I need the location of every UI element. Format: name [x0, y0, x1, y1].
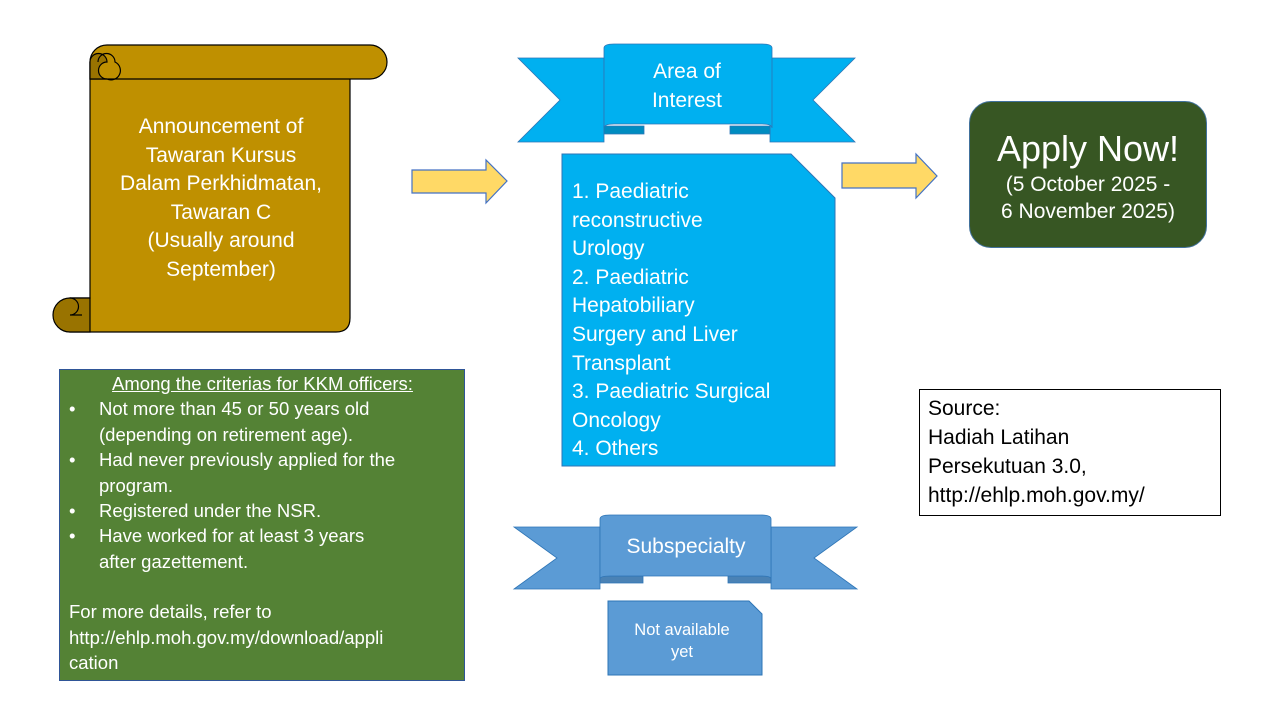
- scroll-top-roll: [89, 44, 388, 80]
- apply-now-title: Apply Now!: [996, 128, 1180, 169]
- list-line: Transplant: [572, 351, 671, 375]
- area-of-interest-title: Area of Interest: [606, 58, 768, 115]
- details-link[interactable]: http://ehlp.moh.gov.my/download/appli: [69, 626, 384, 648]
- criteria-heading: Among the criterias for KKM officers:: [112, 373, 413, 394]
- criteria-line: Registered under the NSR.: [99, 500, 322, 522]
- criteria-line: Had never previously applied for the: [99, 449, 396, 471]
- title-line: Interest: [651, 88, 723, 112]
- list-line: Urology: [572, 237, 645, 261]
- announcement-line: September): [166, 257, 276, 281]
- announcement-line: (Usually around: [147, 229, 295, 253]
- area-of-interest-ribbon: [517, 43, 856, 143]
- area-of-interest-list: 1. Paediatric reconstructive Urology 2. …: [572, 178, 832, 464]
- announcement-scroll: [52, 44, 388, 333]
- spacer: [69, 574, 456, 599]
- details-line: For more details, refer to: [69, 601, 272, 623]
- area-of-interest-box: [561, 153, 836, 467]
- criteria-line: program.: [99, 474, 174, 496]
- scroll-top-curl-line: [97, 52, 121, 81]
- criteria-line: Have worked for at least 3 years: [99, 525, 365, 547]
- bullet-icon: •: [69, 398, 76, 420]
- announcement-line: Announcement of: [138, 115, 304, 138]
- criteria-item: • Not more than 45 or 50 years old (depe…: [69, 396, 456, 447]
- list-line: Surgery and Liver: [572, 322, 738, 346]
- subspecialty-ribbon: [512, 514, 859, 590]
- criteria-line: (depending on retirement age).: [99, 423, 354, 445]
- source-link[interactable]: http://ehlp.moh.gov.my/: [928, 484, 1145, 507]
- bullet-icon: •: [69, 449, 76, 471]
- criteria-line: after gazettement.: [99, 550, 249, 572]
- announcement-line: Dalam Perkhidmatan,: [120, 172, 322, 196]
- apply-date-line: (5 October 2025 -: [1005, 173, 1171, 196]
- criteria-box: Among the criterias for KKM officers: • …: [59, 369, 465, 681]
- bullet-icon: •: [69, 525, 76, 547]
- title-line: Area of: [653, 60, 721, 83]
- source-line: Hadiah Latihan: [928, 426, 1070, 449]
- apply-now-box: Apply Now! (5 October 2025 - 6 November …: [969, 101, 1207, 248]
- criteria-list: • Not more than 45 or 50 years old (depe…: [69, 396, 456, 574]
- right-arrow-icon: [411, 158, 508, 205]
- details-text: For more details, refer to http://ehlp.m…: [69, 599, 456, 675]
- source-label: Source:: [928, 397, 1001, 420]
- list-line: 2. Paediatric: [572, 265, 689, 289]
- subspecialty-status: Not available yet: [610, 619, 754, 663]
- not-available-box: [607, 600, 763, 676]
- list-line: 1. Paediatric: [572, 180, 689, 203]
- criteria-item: • Have worked for at least 3 years after…: [69, 523, 456, 574]
- announcement-text: Announcement of Tawaran Kursus Dalam Per…: [90, 113, 352, 285]
- status-line: yet: [670, 643, 693, 661]
- list-line: 4. Others: [572, 437, 659, 461]
- apply-date-line: 6 November 2025): [1001, 200, 1175, 223]
- announcement-line: Tawaran C: [170, 200, 272, 224]
- announcement-line: Tawaran Kursus: [145, 143, 297, 167]
- list-line: Oncology: [572, 408, 661, 432]
- criteria-item: • Had never previously applied for the p…: [69, 447, 456, 498]
- list-line: 3. Paediatric Surgical: [572, 380, 771, 404]
- criteria-item: • Registered under the NSR.: [69, 498, 456, 523]
- apply-dates: (5 October 2025 - 6 November 2025): [970, 171, 1206, 225]
- details-link[interactable]: cation: [69, 652, 119, 674]
- right-arrow-icon: [841, 152, 938, 200]
- criteria-line: Not more than 45 or 50 years old: [99, 398, 370, 420]
- source-line: Persekutuan 3.0,: [928, 455, 1087, 478]
- subspecialty-title: Subspecialty: [626, 535, 746, 558]
- source-box: Source: Hadiah Latihan Persekutuan 3.0, …: [919, 389, 1221, 516]
- bullet-icon: •: [69, 500, 76, 522]
- scroll-bottom-curl-line: [69, 297, 82, 316]
- list-line: reconstructive: [572, 208, 703, 232]
- list-line: Hepatobiliary: [572, 294, 695, 318]
- status-line: Not available: [634, 621, 730, 639]
